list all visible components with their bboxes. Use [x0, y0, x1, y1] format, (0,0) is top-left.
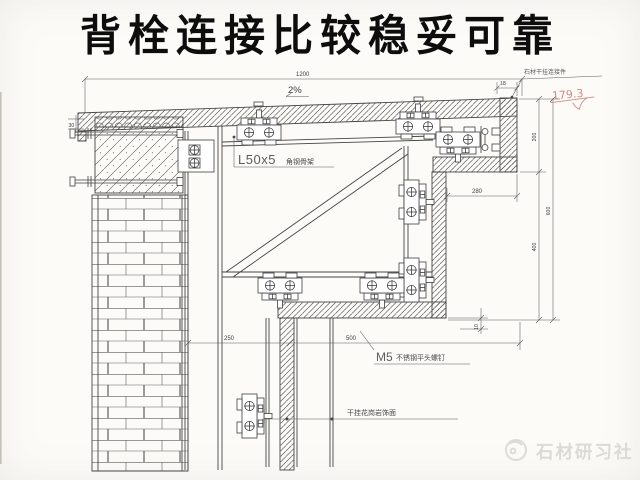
bottom-stone-panel — [277, 301, 447, 319]
handwritten-text: 179.3 — [551, 87, 584, 103]
steel-channel — [184, 126, 223, 470]
masonry-wall — [91, 194, 189, 472]
dim-text-400: 400 — [532, 243, 538, 252]
label-stone-connector: 石材干挂连接件 — [510, 68, 603, 99]
photo-edge-artifact — [0, 92, 2, 464]
dim-right-chain — [448, 95, 560, 324]
dim-panel-gap — [448, 308, 488, 334]
granite-finish-text: 干挂花岗岩饰面 — [347, 408, 396, 417]
bolt-heads-above-slab — [253, 96, 424, 107]
through-bolts — [69, 128, 184, 187]
dim-soffit-depth — [443, 174, 521, 202]
dim-text-30: 30 — [69, 123, 75, 129]
annotations: L50x5 角钢骨架 M5 不锈钢平头螺钉 干挂花岗岩饰面 — [232, 68, 603, 421]
slope-mark — [285, 93, 309, 97]
stone-connector-text: 石材干挂连接件 — [524, 68, 566, 76]
watermark-logo — [505, 439, 527, 461]
dim-text-250: 250 — [224, 336, 235, 342]
dim-text-200: 200 — [532, 133, 538, 142]
lower-frame-lines — [265, 318, 334, 467]
label-angle-steel: L50x5 角钢骨架 — [232, 135, 334, 168]
dim-text-280: 280 — [472, 189, 483, 195]
insulation-strip — [94, 116, 184, 128]
dim-text-1200: 1200 — [296, 72, 310, 78]
lower-stone-strip — [279, 317, 295, 471]
dim-text-600: 600 — [546, 207, 552, 216]
dimensions: 1200 18 30 — [68, 72, 560, 350]
dim-text-18: 18 — [500, 81, 506, 87]
watermark: 石材研习社 — [505, 439, 634, 463]
angle-steel-member — [221, 135, 434, 147]
m5-desc-text: 不锈钢平头螺钉 — [396, 353, 445, 362]
wall-connector-plate — [177, 139, 215, 173]
dim-text-10: 10 — [474, 324, 480, 330]
watermark-text: 石材研习社 — [535, 442, 634, 463]
label-granite-finish: 干挂花岗岩饰面 — [262, 408, 458, 421]
angle-steel-desc-text: 角钢骨架 — [286, 157, 314, 166]
dim-edge-offset — [494, 82, 520, 96]
handwritten-mark: 179.3 — [550, 87, 595, 110]
dim-overall-width — [81, 75, 526, 113]
anchor-lower-strip — [236, 393, 273, 439]
dim-bottom-spans — [184, 322, 524, 350]
inner-vertical-panel — [431, 171, 447, 319]
page-title: 背栓连接比较稳妥可靠 — [80, 11, 560, 62]
soffit-return-panel — [432, 156, 518, 173]
slab-drip-edge — [77, 130, 87, 142]
structure — [69, 96, 518, 472]
label-m5-screw: M5 不锈钢平头螺钉 — [359, 330, 470, 365]
anchor-panel-upper — [398, 179, 435, 225]
m5-text: M5 — [376, 350, 393, 364]
dim-text-500: 500 — [346, 336, 357, 342]
dim-insulation — [68, 115, 84, 133]
slope-label: 2% — [288, 85, 302, 96]
angle-steel-text: L50x5 — [238, 152, 276, 167]
fascia-clip — [480, 126, 501, 153]
